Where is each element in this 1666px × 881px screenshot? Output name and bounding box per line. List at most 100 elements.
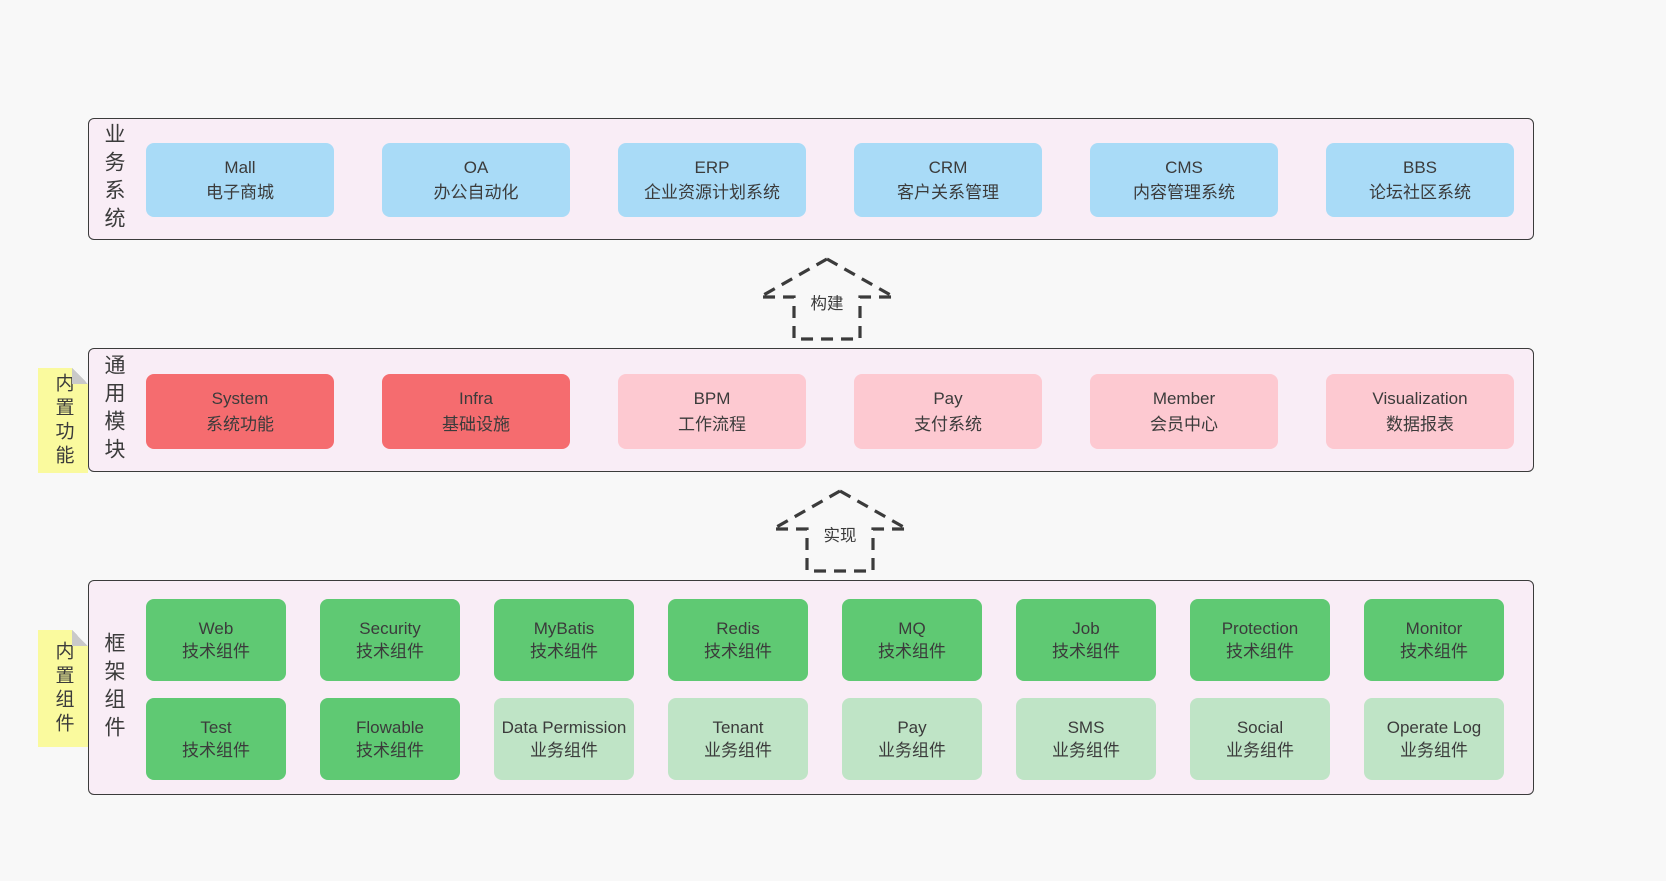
box-title: Flowable <box>355 717 425 737</box>
box-title: SMS <box>1067 717 1105 737</box>
box-title: MyBatis <box>533 618 595 638</box>
band-label: 框架组件 <box>102 631 125 744</box>
box-flowable: Flowable 技术组件 <box>320 698 460 780</box>
sticky-note-label: 内置功能 <box>52 372 74 469</box>
band-business-systems: 业务系统 Mall 电子商城 OA 办公自动化 ERP 企业资源计划系统 CRM… <box>88 118 1534 240</box>
box-tenant: Tenant 业务组件 <box>668 698 808 780</box>
box-member: Member 会员中心 <box>1090 374 1278 449</box>
box-data-permission: Data Permission 业务组件 <box>494 698 634 780</box>
box-title: Social <box>1236 717 1284 737</box>
box-erp: ERP 企业资源计划系统 <box>618 143 806 217</box>
box-pay-component: Pay 业务组件 <box>842 698 982 780</box>
common-box-row: System 系统功能 Infra 基础设施 BPM 工作流程 Pay 支付系统… <box>146 374 1514 449</box>
box-operate-log: Operate Log 业务组件 <box>1364 698 1504 780</box>
box-crm: CRM 客户关系管理 <box>854 143 1042 217</box>
box-test: Test 技术组件 <box>146 698 286 780</box>
box-title: BBS <box>1402 157 1438 177</box>
box-subtitle: 论坛社区系统 <box>1369 183 1471 202</box>
box-job: Job 技术组件 <box>1016 599 1156 681</box>
box-title: BPM <box>693 389 731 408</box>
box-visualization: Visualization 数据报表 <box>1326 374 1514 449</box>
box-mybatis: MyBatis 技术组件 <box>494 599 634 681</box>
box-title: Operate Log <box>1386 717 1482 737</box>
box-subtitle: 业务组件 <box>878 741 946 760</box>
box-subtitle: 办公自动化 <box>433 183 519 202</box>
sticky-note-built-in-components: 内置组件 <box>38 630 88 747</box>
box-subtitle: 技术组件 <box>878 642 946 661</box>
box-title: Visualization <box>1372 389 1468 408</box>
box-subtitle: 技术组件 <box>704 642 772 661</box>
box-redis: Redis 技术组件 <box>668 599 808 681</box>
box-title: Infra <box>458 389 494 408</box>
box-infra: Infra 基础设施 <box>382 374 570 449</box>
business-box-row: Mall 电子商城 OA 办公自动化 ERP 企业资源计划系统 CRM 客户关系… <box>146 143 1514 217</box>
box-bpm: BPM 工作流程 <box>618 374 806 449</box>
box-social: Social 业务组件 <box>1190 698 1330 780</box>
dashed-up-arrow-icon <box>770 489 910 573</box>
band-framework-components: 框架组件 Web 技术组件 Security 技术组件 MyBatis 技术组件… <box>88 580 1534 795</box>
box-title: Test <box>200 717 232 737</box>
box-title: Security <box>359 618 421 638</box>
box-subtitle: 电子商城 <box>206 183 274 202</box>
box-security: Security 技术组件 <box>320 599 460 681</box>
box-subtitle: 技术组件 <box>182 642 250 661</box>
box-subtitle: 技术组件 <box>1400 642 1468 661</box>
box-subtitle: 业务组件 <box>530 741 598 760</box>
box-title: Member <box>1152 389 1216 408</box>
box-cms: CMS 内容管理系统 <box>1090 143 1278 217</box>
framework-box-row-1: Web 技术组件 Security 技术组件 MyBatis 技术组件 Redi… <box>146 599 1504 681</box>
box-subtitle: 技术组件 <box>1226 642 1294 661</box>
box-title: Web <box>198 618 234 638</box>
dashed-up-arrow-icon <box>757 257 897 341</box>
box-title: Redis <box>716 618 760 638</box>
box-subtitle: 技术组件 <box>1052 642 1120 661</box>
framework-box-row-2: Test 技术组件 Flowable 技术组件 Data Permission … <box>146 698 1504 780</box>
box-bbs: BBS 论坛社区系统 <box>1326 143 1514 217</box>
arrow-build: 构建 <box>757 256 897 342</box>
box-subtitle: 业务组件 <box>1052 741 1120 760</box>
box-title: Monitor <box>1405 618 1463 638</box>
band-label: 通用模块 <box>102 354 125 466</box>
box-subtitle: 支付系统 <box>914 414 982 434</box>
box-subtitle: 技术组件 <box>530 642 598 661</box>
box-pay: Pay 支付系统 <box>854 374 1042 449</box>
box-subtitle: 技术组件 <box>356 642 424 661</box>
box-subtitle: 系统功能 <box>206 414 274 434</box>
box-subtitle: 技术组件 <box>182 741 250 760</box>
box-subtitle: 内容管理系统 <box>1133 183 1235 202</box>
box-subtitle: 技术组件 <box>356 741 424 760</box>
box-title: Mall <box>224 157 256 177</box>
box-title: Pay <box>897 717 927 737</box>
box-subtitle: 数据报表 <box>1386 414 1454 434</box>
box-sms: SMS 业务组件 <box>1016 698 1156 780</box>
box-title: CRM <box>928 157 968 177</box>
box-title: CMS <box>1165 157 1203 177</box>
box-subtitle: 客户关系管理 <box>897 183 999 202</box>
box-subtitle: 业务组件 <box>1400 741 1468 760</box>
band-label: 业务系统 <box>102 123 125 235</box>
box-subtitle: 会员中心 <box>1150 414 1218 434</box>
box-subtitle: 企业资源计划系统 <box>644 183 780 202</box>
box-mall: Mall 电子商城 <box>146 143 334 217</box>
arrow-label: 构建 <box>807 289 847 315</box>
box-subtitle: 业务组件 <box>704 741 772 760</box>
box-web: Web 技术组件 <box>146 599 286 681</box>
box-oa: OA 办公自动化 <box>382 143 570 217</box>
box-monitor: Monitor 技术组件 <box>1364 599 1504 681</box>
box-subtitle: 基础设施 <box>442 414 510 434</box>
box-mq: MQ 技术组件 <box>842 599 982 681</box>
box-system: System 系统功能 <box>146 374 334 449</box>
box-title: System <box>211 389 269 408</box>
box-title: Pay <box>933 389 963 408</box>
box-title: Job <box>1072 618 1100 638</box>
band-common-modules: 通用模块 System 系统功能 Infra 基础设施 BPM 工作流程 Pay… <box>88 348 1534 472</box>
box-title: Tenant <box>712 717 764 737</box>
box-title: OA <box>463 157 489 177</box>
sticky-note-built-in-features: 内置功能 <box>38 368 88 473</box>
box-subtitle: 业务组件 <box>1226 741 1294 760</box>
arrow-label: 实现 <box>820 521 860 547</box>
arrow-implement: 实现 <box>770 488 910 574</box>
box-subtitle: 工作流程 <box>678 414 746 434</box>
box-title: MQ <box>898 618 926 638</box>
